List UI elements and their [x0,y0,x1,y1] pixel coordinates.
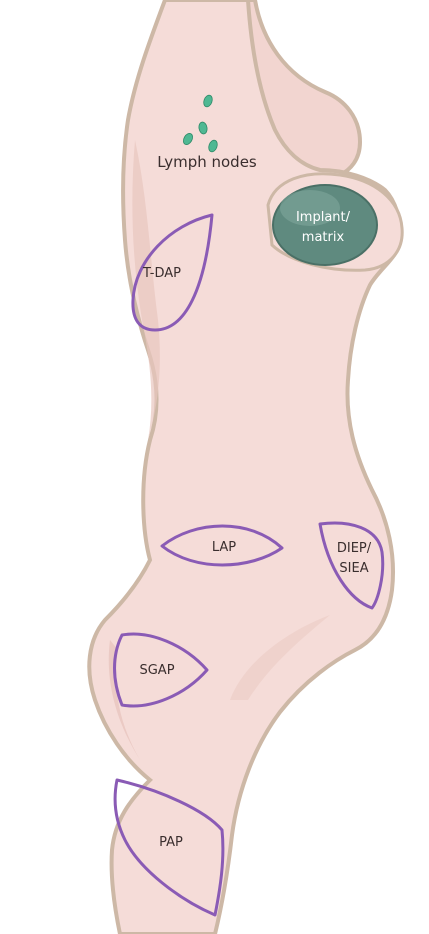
implant-label-line1: Implant/ [296,210,351,225]
implant-label-line2: matrix [302,230,345,245]
diep-label-line1: DIEP/ [337,541,372,556]
tdap-label: T-DAP [142,266,181,281]
lymph-nodes-label: Lymph nodes [157,153,257,171]
pap-label: PAP [159,835,183,850]
sgap-label: SGAP [139,663,174,678]
diep-label-line2: SIEA [339,561,368,576]
lap-label: LAP [212,540,236,555]
